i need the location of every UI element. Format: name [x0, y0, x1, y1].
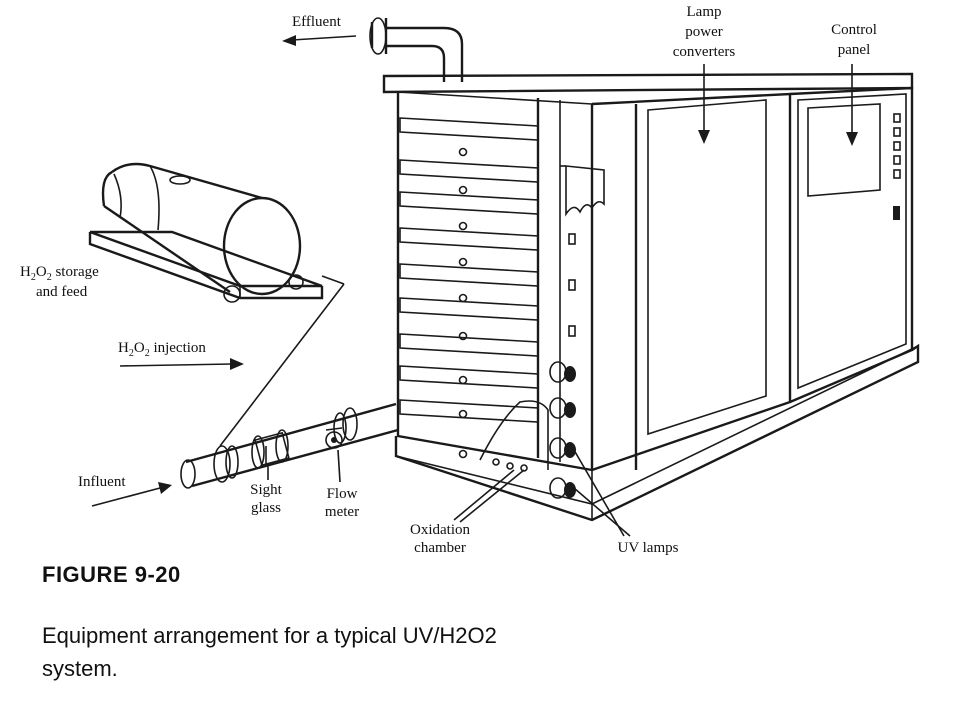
lamp-converters-label-line1: Lamp — [687, 4, 722, 20]
flow-meter-label-line2: meter — [325, 504, 359, 520]
flow-meter-fitting — [325, 427, 343, 449]
figure-title: FIGURE 9-20 — [42, 562, 181, 587]
sight-glass-label-line2: glass — [251, 500, 281, 516]
control-panel-label-line2: panel — [838, 42, 870, 58]
sight-glass-fitting — [251, 429, 290, 469]
uv-lamp-ends — [549, 361, 576, 499]
influent-label: Influent — [78, 474, 126, 490]
h2o2-storage-tank — [88, 162, 324, 303]
h2o2-storage-label-line1: H2O2 storage — [20, 264, 99, 283]
effluent-arrow — [282, 35, 357, 46]
unit-base-skid — [394, 343, 920, 522]
label-leaders — [267, 64, 858, 537]
h2o2-injection-arrow — [119, 358, 244, 370]
oxidation-chamber-label-line2: chamber — [414, 540, 466, 556]
figure-description: Equipment arrangement for a typical UV/H… — [42, 623, 497, 681]
h2o2-storage-label-line2: and feed — [36, 284, 88, 300]
lamp-converter-cabinet — [591, 92, 792, 472]
unit-top-slab — [382, 72, 914, 94]
influent-pipeline — [180, 402, 399, 489]
lamp-converters-label-line3: converters — [673, 44, 736, 60]
sight-glass-label-line1: Sight — [250, 482, 283, 498]
uv-lamps-label: UV lamps — [618, 540, 679, 556]
oxidation-chamber-label-line1: Oxidation — [410, 522, 470, 538]
influent-arrow — [91, 482, 172, 507]
h2o2-injection-label: H2O2 injection — [118, 340, 206, 359]
lamp-converters-label-line2: power — [685, 24, 723, 40]
chamber-panels — [399, 117, 539, 459]
oxidation-chamber-block — [396, 91, 594, 472]
chamber-side-tabs — [568, 233, 576, 337]
control-panel-cabinet — [789, 86, 914, 404]
control-panel-label-line1: Control — [831, 22, 877, 38]
flow-meter-label-line1: Flow — [327, 486, 358, 502]
h2o2-feed-line — [219, 275, 345, 447]
effluent-pipe — [369, 17, 464, 82]
effluent-label: Effluent — [292, 14, 342, 30]
chamber-cutaway — [479, 165, 605, 472]
